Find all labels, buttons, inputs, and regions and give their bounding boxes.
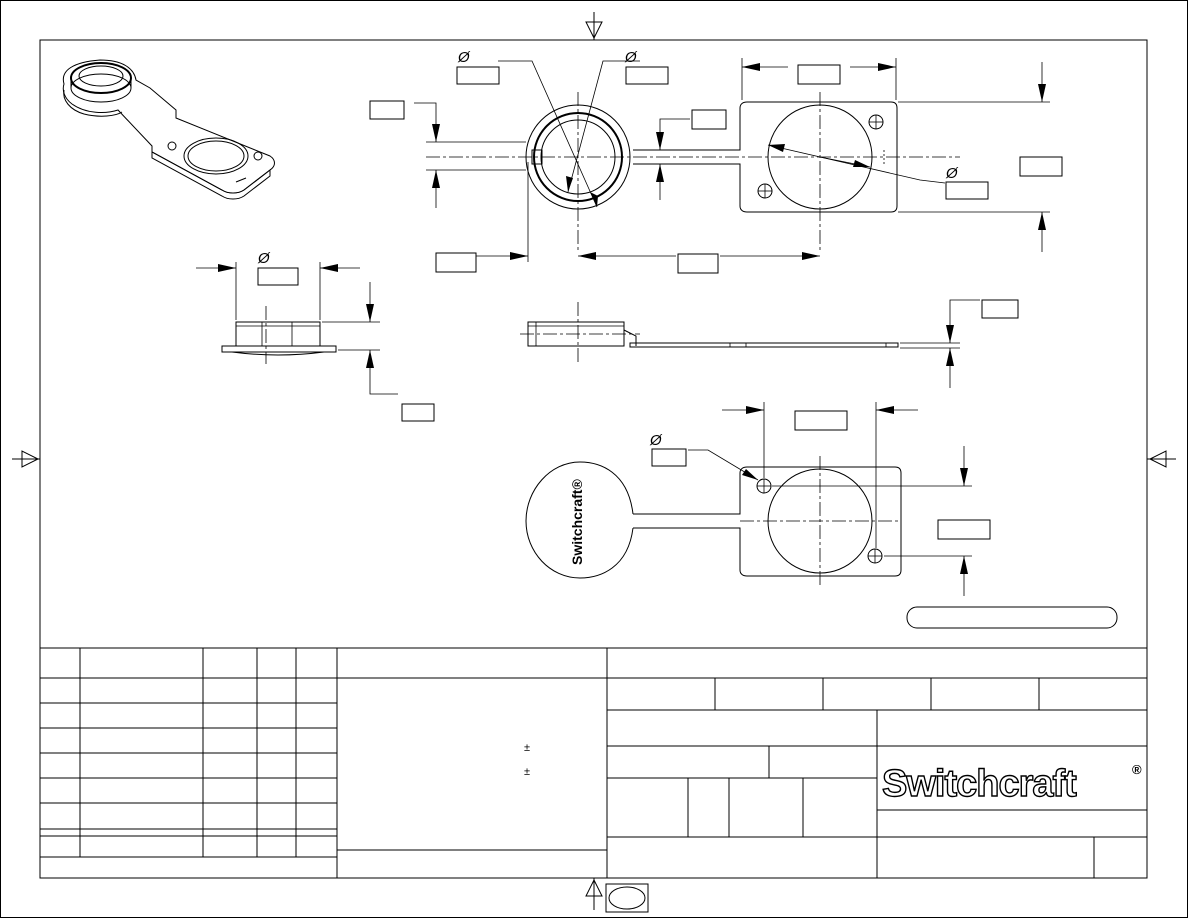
note-box (906, 606, 1118, 629)
company-logo-text: Switchcraft (882, 763, 1077, 805)
company-logo: Switchcraft ® (881, 762, 1142, 806)
registered-mark: ® (1132, 762, 1142, 777)
top-view (426, 92, 960, 250)
dia-symbol-5: Ø (649, 432, 663, 449)
tolerance-block: ± ± (337, 648, 608, 878)
centering-mark-bottom (585, 878, 603, 910)
drawing-frame (39, 39, 1148, 879)
side-view-long (520, 299, 1019, 388)
bottom-view-marking: Switchcraft® (569, 479, 585, 565)
isometric-view (62, 59, 275, 200)
dia-symbol-2: Ø (624, 49, 638, 66)
dia-symbol-3: Ø (945, 165, 959, 182)
side-view-left: Ø (196, 250, 435, 422)
dia-symbol-4: Ø (257, 250, 271, 267)
bottom-view: Switchcraft® (525, 456, 902, 586)
centering-mark-top (585, 12, 603, 40)
revision-table (40, 648, 338, 878)
centering-mark-right (1147, 450, 1176, 468)
tolerance-symbol-2: ± (524, 766, 530, 778)
tolerance-symbol-1: ± (524, 742, 530, 754)
bottom-oval-mark (605, 883, 649, 913)
top-view-dimensions: Ø Ø Ø (369, 49, 1063, 274)
centering-mark-left (12, 450, 40, 468)
drawing-info-block (607, 677, 1147, 878)
dia-symbol-1: Ø (457, 49, 471, 66)
title-block: ± ± Switchcraft ® (40, 647, 1147, 878)
bottom-view-dimensions: Ø (649, 402, 991, 596)
